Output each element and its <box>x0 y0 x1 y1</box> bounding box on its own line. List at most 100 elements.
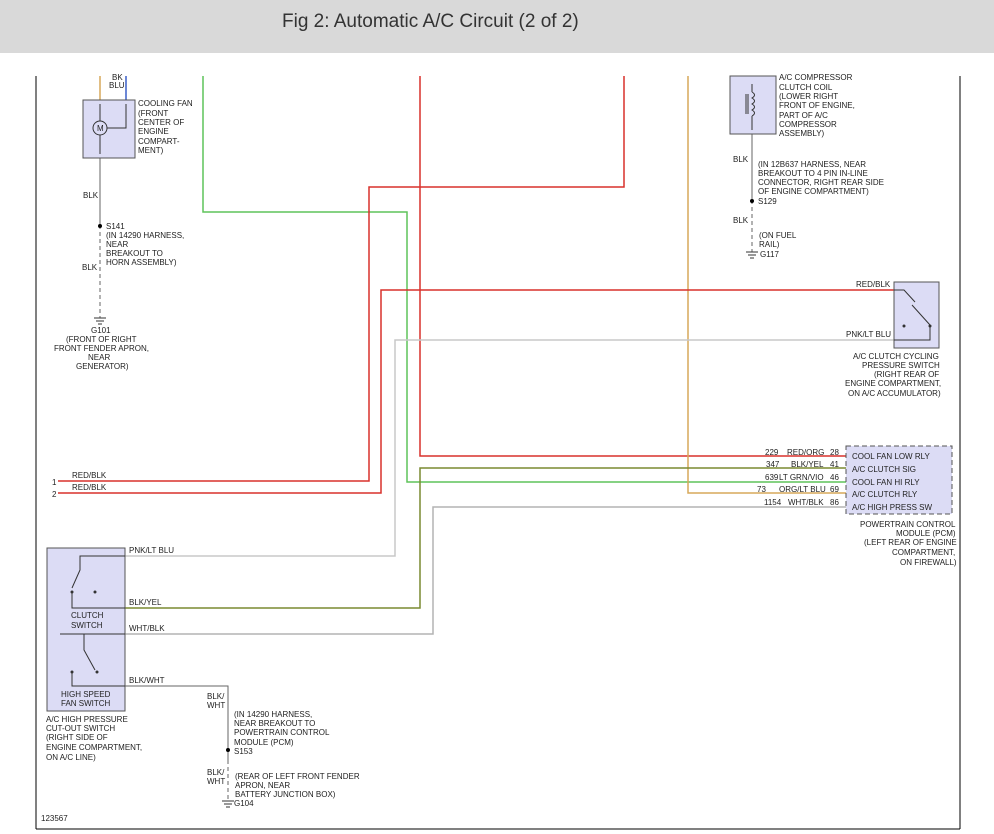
g104-label-1: (REAR OF LEFT FRONT FENDER <box>235 772 360 781</box>
comp-wire-blk-2: BLK <box>733 216 749 225</box>
pcm-label-3: (LEFT REAR OF ENGINE <box>864 538 957 547</box>
cutout-down-wire-2a: BLK/ <box>207 768 225 777</box>
s141-label-3: BREAKOUT TO <box>106 249 163 258</box>
page-title: Fig 2: Automatic A/C Circuit (2 of 2) <box>282 11 579 32</box>
g117-label-1: (ON FUEL <box>759 231 797 240</box>
pcm-pin-row-4: 1154 WHT/BLK 86 A/C HIGH PRESS SW <box>764 498 932 512</box>
pcm-pin-row-1: 347 BLK/YEL 41 A/C CLUTCH SIG <box>766 460 916 474</box>
pcm-pin-label: A/C HIGH PRESS SW <box>852 503 932 512</box>
ground-g104-icon <box>222 800 234 808</box>
pcm-box <box>845 445 953 515</box>
fan-top-wire-blu: BLU <box>109 81 125 90</box>
splice-s153-dot <box>226 748 230 752</box>
s141-label-4: HORN ASSEMBLY) <box>106 258 177 267</box>
splice-s153-id: S153 <box>234 747 253 756</box>
pcm-circuit: 1154 <box>764 498 782 507</box>
cycling-wire-bottom: PNK/LT BLU <box>846 330 891 339</box>
left-conn-1-wire: RED/BLK <box>72 471 107 480</box>
figure-id: 123567 <box>41 814 68 823</box>
pcm-wire: ORG/LT BLU <box>779 485 826 494</box>
pcm-pin-label: A/C CLUTCH RLY <box>852 490 918 499</box>
comp-wire-blk-1: BLK <box>733 155 749 164</box>
cooling-fan-box <box>82 99 136 159</box>
pcm-label-2: MODULE (PCM) <box>896 529 956 538</box>
pcm-pin-label: A/C CLUTCH SIG <box>852 465 916 474</box>
compressor-label-2: CLUTCH COIL <box>779 83 833 92</box>
s141-label-2: NEAR <box>106 240 128 249</box>
cycling-label-1: A/C CLUTCH CYCLING <box>853 352 939 361</box>
g101-label-3: NEAR <box>88 353 110 362</box>
pcm-circuit: 639 <box>765 473 779 482</box>
pcm-pin: 41 <box>830 460 839 469</box>
cycling-label-4: ENGINE COMPARTMENT, <box>845 379 941 388</box>
g104-label-2: APRON, NEAR <box>235 781 290 790</box>
wire-pnk-lt-blu <box>125 339 894 557</box>
wire-green <box>202 76 846 483</box>
splice-s129-dot <box>750 199 754 203</box>
wire-red-1 <box>58 76 625 482</box>
pcm-wire: BLK/YEL <box>791 460 824 469</box>
pcm-pin-label: COOL FAN HI RLY <box>852 478 920 487</box>
comp-harness-4: OF ENGINE COMPARTMENT) <box>758 187 869 196</box>
fan-top-wire-bk: BK <box>112 73 123 82</box>
cooling-fan-label-1: COOLING FAN <box>138 99 193 108</box>
comp-harness-1: (IN 12B637 HARNESS, NEAR <box>758 160 866 169</box>
cycling-wire-top: RED/BLK <box>856 280 891 289</box>
comp-harness-2: BREAKOUT TO 4 PIN IN-LINE <box>758 169 868 178</box>
cutout-label-3: (RIGHT SIDE OF <box>46 733 108 742</box>
cycling-label-5: ON A/C ACCUMULATOR) <box>848 389 941 398</box>
pcm-label-4: COMPARTMENT, <box>892 548 955 557</box>
cycling-switch-icon <box>894 289 932 341</box>
splice-s141-dot <box>98 224 102 228</box>
fan-internal-wire-3 <box>107 104 127 129</box>
clutch-switch-label-2: SWITCH <box>71 621 103 630</box>
cutout-label-5: ON A/C LINE) <box>46 753 96 762</box>
pcm-pin: 69 <box>830 485 839 494</box>
pcm-pin-label: COOL FAN LOW RLY <box>852 452 930 461</box>
fan-wire-blk-1: BLK <box>83 191 99 200</box>
compressor-label-3: (LOWER RIGHT <box>779 92 838 101</box>
fan-switch-label-1: HIGH SPEED <box>61 690 111 699</box>
ground-g117-id: G117 <box>760 250 780 259</box>
pcm-pin: 28 <box>830 448 839 457</box>
g101-label-2: FRONT FENDER APRON, <box>54 344 149 353</box>
g117-label-2: RAIL) <box>759 240 780 249</box>
g104-label-3: BATTERY JUNCTION BOX) <box>235 790 336 799</box>
fan-motor-symbol: M <box>97 124 104 133</box>
g101-label-1: (FRONT OF RIGHT <box>66 335 137 344</box>
ground-g101-icon <box>94 317 106 325</box>
ground-g101-id: G101 <box>91 326 111 335</box>
cutout-label-1: A/C HIGH PRESSURE <box>46 715 128 724</box>
cutout-switch-box <box>46 547 126 712</box>
comp-harness-3: CONNECTOR, RIGHT REAR SIDE <box>758 178 884 187</box>
pcm-wire: RED/ORG <box>787 448 824 457</box>
s153-label-1: (IN 14290 HARNESS, <box>234 710 312 719</box>
compressor-label-1: A/C COMPRESSOR <box>779 73 853 82</box>
cutout-label-4: ENGINE COMPARTMENT, <box>46 743 142 752</box>
splice-s141-id: S141 <box>106 222 125 231</box>
wire-red-2 <box>58 289 894 494</box>
s153-label-3: POWERTRAIN CONTROL <box>234 728 330 737</box>
cutout-down-wire-2b: WHT <box>207 777 225 786</box>
left-conn-2-wire: RED/BLK <box>72 483 107 492</box>
cooling-fan-label-5: COMPART- <box>138 137 180 146</box>
ground-g117-icon <box>746 251 758 259</box>
g101-label-4: GENERATOR) <box>76 362 129 371</box>
s141-label-1: (IN 14290 HARNESS, <box>106 231 184 240</box>
cutout-label-2: CUT-OUT SWITCH <box>46 724 115 733</box>
pcm-pin-row-0: 229 RED/ORG 28 COOL FAN LOW RLY <box>765 448 930 461</box>
pcm-circuit: 229 <box>765 448 779 457</box>
cutout-wire-2: WHT/BLK <box>129 624 165 633</box>
cycling-label-3: (RIGHT REAR OF <box>874 370 939 379</box>
pcm-pin: 46 <box>830 473 839 482</box>
cycling-label-2: PRESSURE SWITCH <box>862 361 940 370</box>
pcm-label-1: POWERTRAIN CONTROL <box>860 520 956 529</box>
wire-blk-yel <box>125 467 846 609</box>
wire-wht-blk <box>125 506 846 635</box>
cooling-fan-label-4: ENGINE <box>138 127 169 136</box>
cutout-wire-0: PNK/LT BLU <box>129 546 174 555</box>
coil-icon <box>745 84 755 130</box>
wire-blk-wht <box>125 685 229 760</box>
s153-label-2: NEAR BREAKOUT TO <box>234 719 315 728</box>
